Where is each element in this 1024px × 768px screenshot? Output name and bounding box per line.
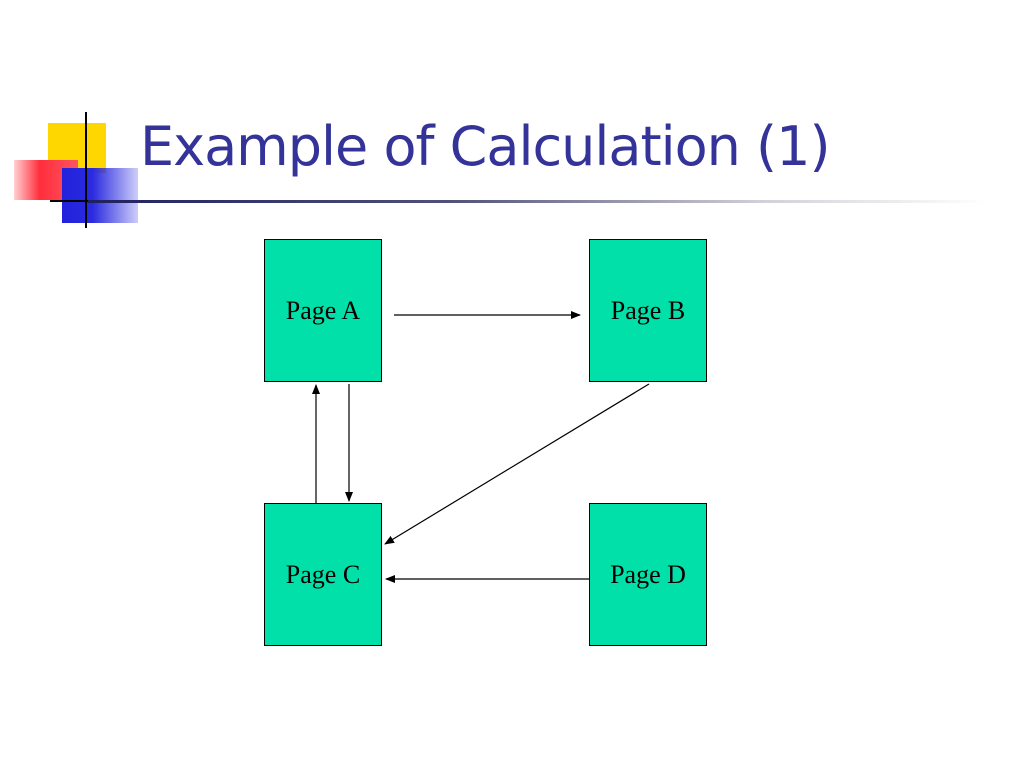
- edge-b-to-c: [384, 383, 650, 545]
- slide-logo-decoration: [0, 0, 200, 240]
- node-page-a: Page A: [264, 239, 382, 382]
- logo-vertical-line: [85, 112, 87, 228]
- node-page-c: Page C: [264, 503, 382, 646]
- slide-title: Example of Calculation (1): [140, 115, 831, 178]
- node-page-d: Page D: [589, 503, 707, 646]
- node-page-b: Page B: [589, 239, 707, 382]
- title-underline: [88, 200, 988, 203]
- blue-square-icon: [62, 168, 138, 223]
